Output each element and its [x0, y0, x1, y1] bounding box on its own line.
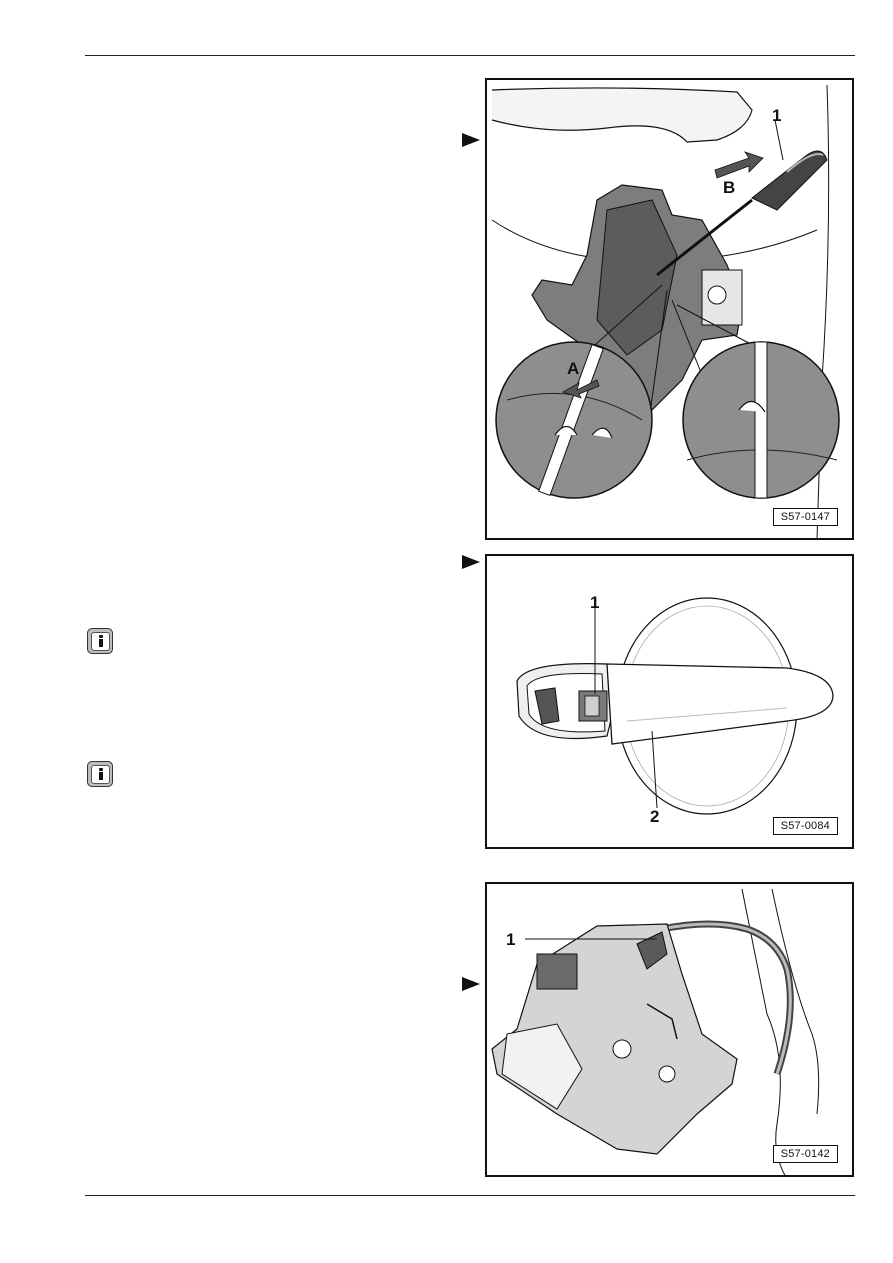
figure-id: S57-0084 — [772, 817, 838, 835]
footer-rule — [85, 1195, 855, 1196]
callout-2: 2 — [650, 807, 660, 826]
callout-1: 1 — [590, 593, 600, 612]
lock-release-illustration — [491, 84, 840, 538]
figure-lock-unit: 1 S57-0142 — [485, 882, 854, 1177]
figure-door-handle: 1 2 S57-0084 — [485, 554, 854, 849]
info-icon — [87, 628, 113, 654]
header-rule — [85, 55, 855, 56]
figure-id: S57-0142 — [772, 1145, 838, 1163]
callout-a: A — [567, 359, 580, 378]
lock-unit-illustration — [491, 888, 820, 1175]
figure-lock-release: 1 B A S57-0147 — [485, 78, 854, 540]
pointer-arrow-icon — [462, 555, 480, 569]
door-handle-illustration — [516, 597, 834, 815]
callout-b: B — [723, 178, 736, 197]
pointer-arrow-icon — [462, 977, 480, 991]
figure-id: S57-0147 — [772, 508, 838, 526]
callout-1: 1 — [772, 106, 782, 125]
info-icon — [87, 761, 113, 787]
callout-1: 1 — [506, 930, 516, 949]
pointer-arrow-icon — [462, 133, 480, 147]
